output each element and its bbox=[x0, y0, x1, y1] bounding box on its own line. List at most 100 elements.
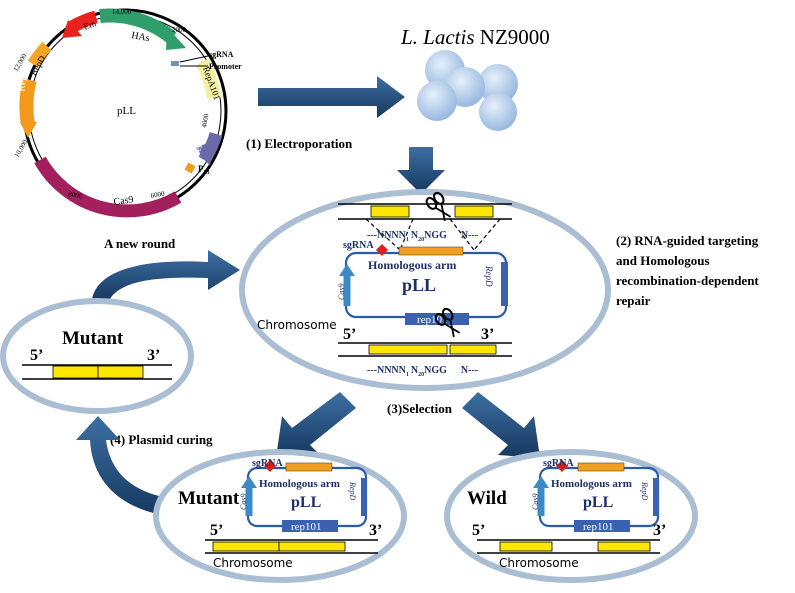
cell-5 bbox=[479, 93, 517, 131]
host-strain-label: L. Lactis NZ9000 bbox=[400, 25, 550, 49]
central-homologous-arm-label: Homologous arm bbox=[368, 258, 456, 272]
central-homologous-arm-block bbox=[398, 246, 464, 256]
central-five-prime: 5’ bbox=[343, 326, 356, 343]
step3-label: (3)Selection bbox=[387, 401, 453, 416]
mutant-sgrna-marker bbox=[264, 460, 276, 472]
mutant-repd-bar bbox=[361, 478, 367, 516]
wild-rep101-block bbox=[574, 520, 630, 532]
new-round-arrow bbox=[92, 250, 240, 302]
central-cas9-label: Cas9 bbox=[337, 284, 346, 300]
central-cas9-arrowhead bbox=[339, 264, 355, 276]
sgrna-label: sgRNA bbox=[209, 50, 234, 59]
mutant-homologous-arm-block bbox=[285, 462, 333, 472]
transfer-arrow bbox=[258, 76, 405, 118]
wild-sgrna-marker bbox=[556, 460, 568, 472]
p23-promoter-block bbox=[184, 162, 196, 174]
tick-label-14000: 14,000 bbox=[112, 8, 132, 16]
mutant-sgrna-label: sgRNA bbox=[252, 458, 283, 469]
repe-gene-label: RepE bbox=[16, 69, 31, 93]
has-gene-arrowhead bbox=[166, 27, 186, 50]
step4-label: (4) Plasmid curing bbox=[110, 432, 213, 447]
mutant-bottom-chromosome-label: Chromosome bbox=[213, 556, 293, 570]
wild-bottom-three-prime: 3’ bbox=[653, 522, 666, 539]
wild-repd-bar bbox=[653, 478, 659, 516]
repe-gene-arrowhead bbox=[20, 122, 37, 138]
mutant-bottom-title: Mutant bbox=[178, 488, 240, 509]
mutant-homologous-arm-label: Homologous arm bbox=[259, 478, 340, 490]
repd-gene-segment bbox=[27, 41, 52, 68]
tick-label-2000: 2000 bbox=[172, 26, 187, 34]
step2-text: (2) RNA-guided targeting and Homologous … bbox=[616, 233, 759, 308]
step2-line4: repair bbox=[616, 293, 651, 308]
has-gene-segment bbox=[99, 8, 177, 44]
mutant-bottom-three-prime: 3’ bbox=[369, 522, 382, 539]
top-yellow-block-left bbox=[370, 205, 410, 218]
mutant-left-block-2 bbox=[97, 365, 144, 379]
wild-bottom-cell: Wild sgRNA Homologous arm pLL Cas9 RepD … bbox=[444, 449, 698, 583]
em-gene-label: Em bbox=[82, 18, 97, 32]
promoter-label: Promoter bbox=[209, 62, 242, 71]
cell-2 bbox=[478, 64, 518, 104]
step2-line3: recombination-dependent bbox=[616, 273, 759, 288]
wild-homologous-arm-label: Homologous arm bbox=[551, 478, 632, 490]
mutant-bottom-block-2 bbox=[278, 541, 346, 552]
em-gene-arrowhead bbox=[62, 20, 82, 38]
central-repd-label: RepD bbox=[484, 265, 494, 287]
wild-homologous-arm-block bbox=[577, 462, 625, 472]
tick-label-10000: 10,000 bbox=[13, 138, 30, 159]
selection-arrow-right bbox=[462, 392, 540, 458]
central-chromosome-label: Chromosome bbox=[257, 318, 337, 332]
central-repd-bar bbox=[501, 262, 508, 306]
bottom-yellow-block-right bbox=[449, 344, 497, 355]
plasmid-map: Em HAs RepA101 ermB Cas9 RepE RepD pLL 1… bbox=[12, 8, 242, 218]
mutant-cas9-label: Cas9 bbox=[239, 494, 248, 510]
has-gene-label: HAs bbox=[130, 30, 150, 44]
cell-4 bbox=[417, 81, 457, 121]
mutant-bottom-block-1 bbox=[212, 541, 280, 552]
plasmid-map-name: pLL bbox=[117, 105, 136, 117]
wild-bottom-block-2 bbox=[597, 541, 651, 552]
crossover-dash-2 bbox=[399, 218, 414, 251]
scissors-icon-lower bbox=[434, 307, 461, 338]
selection-arrow-left bbox=[276, 392, 356, 458]
central-three-prime: 3’ bbox=[481, 326, 494, 343]
mutant-plasmid-label: pLL bbox=[291, 494, 321, 511]
step2-line1: (2) RNA-guided targeting bbox=[616, 233, 759, 248]
sgrna-mark bbox=[171, 61, 179, 66]
mutant-left-cell: Mutant 5’ 3’ bbox=[0, 298, 194, 414]
central-rep101-label: rep101 bbox=[417, 314, 448, 326]
wild-plasmid-label: pLL bbox=[583, 494, 613, 511]
tick-label-8000: 8000 bbox=[68, 190, 84, 200]
cas9-gene-label: Cas9 bbox=[113, 194, 134, 208]
wild-cas9-label: Cas9 bbox=[531, 494, 540, 510]
central-sgrna-marker bbox=[376, 244, 388, 256]
mutant-left-block-1 bbox=[52, 365, 99, 379]
repa101-gene-segment bbox=[195, 58, 221, 100]
central-plasmid-label: pLL bbox=[402, 275, 436, 295]
host-cells: L. Lactis NZ9000 bbox=[400, 25, 550, 131]
mutant-bottom-five-prime: 5’ bbox=[210, 522, 223, 539]
mutant-rep101-block bbox=[282, 520, 338, 532]
central-sgrna-label: sgRNA bbox=[343, 240, 374, 251]
p23-label: P23 bbox=[198, 164, 210, 176]
mutant-bottom-cell: Mutant sgRNA Homologous arm pLL Cas9 Rep… bbox=[153, 449, 407, 583]
wild-cas9-arrowhead bbox=[533, 476, 549, 488]
mutant-cas9-arrowhead bbox=[241, 476, 257, 488]
mutant-left-five-prime: 5’ bbox=[30, 347, 43, 364]
step2-line2: and Homologous bbox=[616, 253, 710, 268]
tick-label-6000: 6000 bbox=[150, 190, 166, 200]
repe-gene-segment bbox=[19, 78, 37, 126]
mutant-left-title: Mutant bbox=[62, 328, 124, 349]
wild-sgrna-label: sgRNA bbox=[543, 458, 574, 469]
scissors-icon bbox=[425, 191, 452, 222]
mutant-rep101-label: rep101 bbox=[291, 521, 322, 533]
cas9-gene-segment bbox=[34, 156, 182, 218]
sgrna-pointer bbox=[179, 55, 209, 63]
tick-label-4000: 4000 bbox=[200, 113, 210, 129]
mutant-repd-label: RepD bbox=[348, 481, 357, 500]
wild-rep101-label: rep101 bbox=[583, 521, 614, 533]
